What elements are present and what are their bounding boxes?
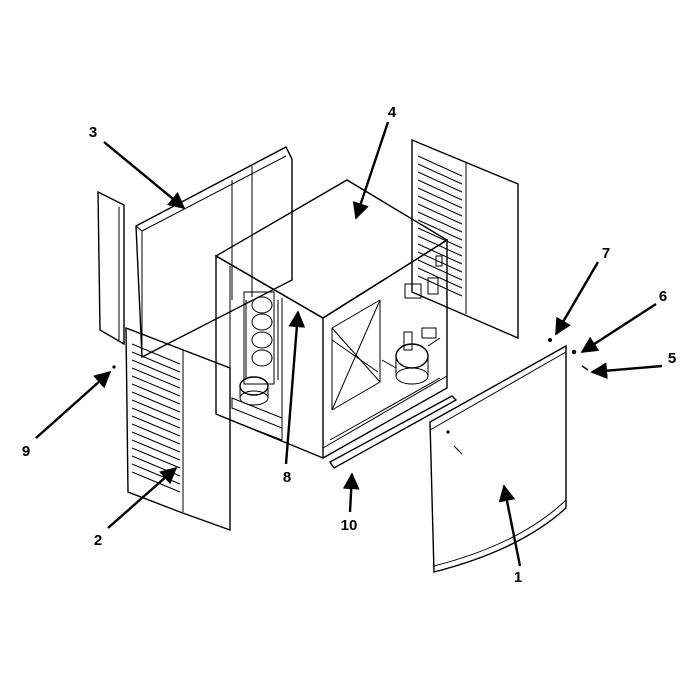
callout-label-4: 4 bbox=[388, 104, 397, 121]
right-louvered-panel bbox=[411, 138, 519, 340]
arrow-4 bbox=[352, 121, 390, 220]
callout-label-8: 8 bbox=[283, 469, 291, 486]
arrow-5 bbox=[590, 362, 663, 380]
back-panel bbox=[135, 146, 293, 359]
callout-label-3: 3 bbox=[89, 124, 97, 141]
callout-label-2: 2 bbox=[94, 532, 102, 549]
arrow-2 bbox=[107, 466, 178, 529]
arrow-6 bbox=[580, 302, 657, 354]
callout-labels: 1 2 3 4 5 6 7 8 9 10 bbox=[22, 104, 676, 586]
callout-label-5: 5 bbox=[668, 350, 676, 367]
callout-label-7: 7 bbox=[602, 245, 610, 262]
arrow-7 bbox=[554, 261, 600, 336]
callout-label-1: 1 bbox=[514, 569, 522, 586]
callout-label-9: 9 bbox=[22, 443, 30, 460]
arrow-1 bbox=[498, 484, 522, 567]
arrow-9 bbox=[35, 370, 112, 439]
callout-arrows bbox=[35, 121, 663, 567]
arrow-3 bbox=[103, 141, 186, 210]
callout-label-6: 6 bbox=[659, 288, 667, 305]
hardware-parts bbox=[112, 338, 589, 371]
left-side-strip-panel bbox=[97, 190, 125, 346]
arrow-10 bbox=[342, 472, 360, 513]
callout-label-10: 10 bbox=[341, 517, 358, 534]
front-panel bbox=[429, 344, 567, 573]
bottom-front-rail bbox=[328, 395, 458, 469]
arrow-8 bbox=[284, 310, 306, 465]
left-louvered-panel bbox=[125, 326, 231, 531]
main-cabinet bbox=[214, 179, 449, 460]
